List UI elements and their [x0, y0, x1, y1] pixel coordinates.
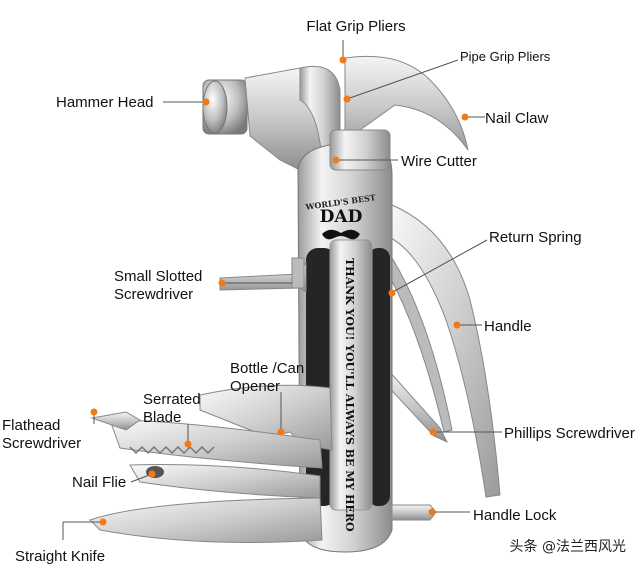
label-flat-grip-pliers: Flat Grip Pliers	[306, 18, 405, 35]
label-nail-file: Nail Flie	[72, 474, 126, 491]
label-hammer-head: Hammer Head	[56, 94, 154, 111]
brand-name: DAD	[320, 207, 363, 227]
marker-return-spring	[388, 289, 396, 297]
label-serrated-1: Serrated	[143, 391, 201, 408]
brand-side-text: THANK YOU! YOU'LL ALWAYS BE MY HERO	[343, 258, 356, 532]
black-grip-right	[368, 248, 390, 506]
marker-flathead	[90, 408, 98, 416]
label-phillips: Phillips Screwdriver	[504, 425, 635, 442]
label-small-slotted-1: Small Slotted	[114, 268, 202, 285]
center-plate	[329, 239, 373, 511]
label-small-slotted-2: Screwdriver	[114, 286, 193, 303]
label-serrated-2: Blade	[143, 409, 181, 426]
leader-lines	[62, 40, 502, 540]
label-straight-knife: Straight Knife	[15, 548, 105, 565]
label-bottle-opener-2: Opener	[230, 378, 280, 395]
neck-plate	[329, 129, 391, 171]
label-return-spring: Return Spring	[489, 229, 582, 246]
label-nail-claw: Nail Claw	[485, 110, 549, 127]
label-flathead-1: Flathead	[2, 417, 60, 434]
marker-handle	[453, 321, 461, 329]
marker-phillips	[429, 428, 437, 436]
marker-wire-cutter	[332, 156, 340, 164]
marker-hammer-head	[202, 98, 210, 106]
label-flathead-2: Screwdriver	[2, 435, 81, 452]
mustache-icon	[322, 229, 360, 240]
pliers-jaw-right	[344, 55, 469, 161]
marker-bottle-opener	[277, 428, 285, 436]
straight-knife-part	[89, 497, 323, 543]
label-handle-lock: Handle Lock	[473, 507, 557, 524]
marker-nail-file	[148, 470, 156, 478]
labels: Flat Grip Pliers Pipe Grip Pliers Hammer…	[2, 18, 635, 565]
tool-illustration: WORLD'S BEST DAD THANK YOU! YOU'LL ALWAY…	[89, 55, 501, 553]
label-handle: Handle	[484, 318, 532, 335]
label-wire-cutter: Wire Cutter	[401, 153, 477, 170]
marker-dots	[90, 56, 469, 526]
handle-lock-part	[391, 504, 437, 521]
flathead-screwdriver-part	[90, 411, 141, 431]
marker-handle-lock	[428, 508, 436, 516]
serration-teeth	[129, 445, 215, 455]
handle-arm	[384, 204, 501, 498]
marker-pipe-grip-pliers	[343, 95, 351, 103]
label-bottle-opener-1: Bottle /Can	[230, 360, 304, 377]
marker-straight-knife	[99, 518, 107, 526]
watermark: 头条 @法兰西风光	[510, 538, 626, 555]
marker-serrated-blade	[184, 440, 192, 448]
serrated-blade-part	[109, 419, 323, 469]
label-pipe-grip-pliers: Pipe Grip Pliers	[460, 49, 551, 64]
marker-nail-claw	[461, 113, 469, 121]
marker-flat-grip-pliers	[339, 56, 347, 64]
marker-small-slotted	[218, 279, 226, 287]
